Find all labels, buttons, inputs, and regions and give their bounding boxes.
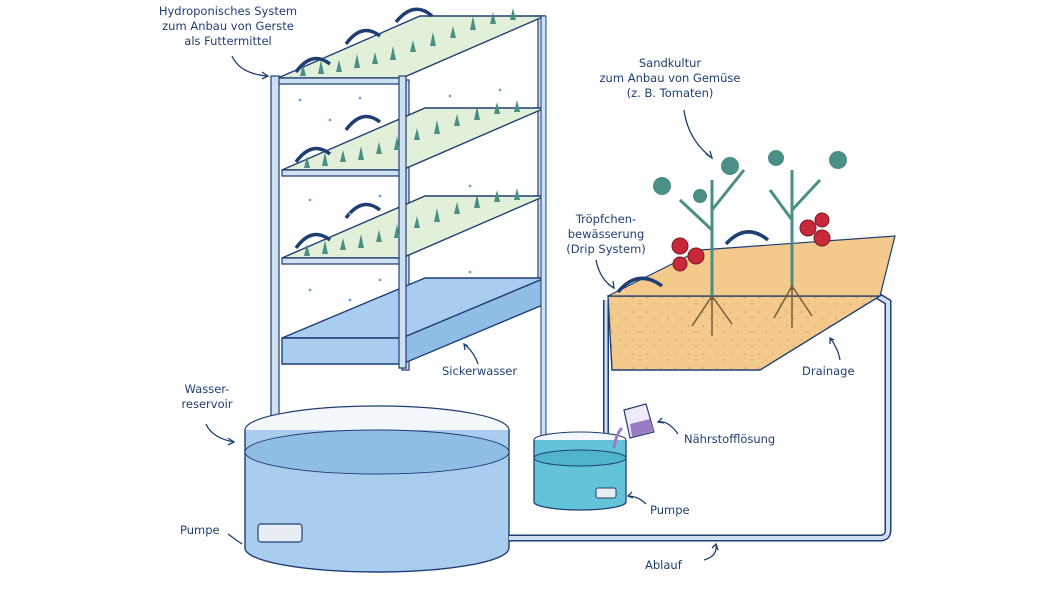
pump-right-label: Pumpe <box>650 503 690 517</box>
drip-irrigation-label: Tröpfchen- bewässerung (Drip System) <box>558 212 654 257</box>
hydroponic-rack <box>270 7 547 447</box>
hydro-line-1: Hydroponisches System <box>158 4 298 18</box>
drainage-label: Drainage <box>802 364 855 378</box>
hydro-line-3: als Futtermittel <box>184 34 272 48</box>
reservoir-line-1: Wasser- <box>184 382 230 396</box>
drain-outflow-label: Ablauf <box>645 558 682 572</box>
hydroponic-system-label: Hydroponisches System zum Anbau von Gers… <box>148 4 308 49</box>
drip-line-2: bewässerung <box>567 227 645 241</box>
hydro-line-2: zum Anbau von Gerste <box>162 19 294 33</box>
label-arrows <box>205 55 841 561</box>
nutrient-tank <box>533 403 655 511</box>
drip-line-3: (Drip System) <box>566 242 646 256</box>
sand-line-3: (z. B. Tomaten) <box>626 86 714 100</box>
sand-line-1: Sandkultur <box>638 56 702 70</box>
reservoir-line-2: reservoir <box>181 397 233 411</box>
sand-culture-bed <box>603 150 896 460</box>
seepage-water-label: Sickerwasser <box>442 364 518 378</box>
nutrient-solution-label: Nährstofflösung <box>684 432 776 446</box>
sand-line-2: zum Anbau von Gemüse <box>599 71 741 85</box>
water-reservoir-label: Wasser- reservoir <box>176 382 238 412</box>
sand-culture-label: Sandkultur zum Anbau von Gemüse (z. B. T… <box>590 56 750 101</box>
water-reservoir-tank <box>244 292 892 573</box>
pump-left-label: Pumpe <box>180 523 220 537</box>
drip-line-1: Tröpfchen- <box>575 212 637 226</box>
